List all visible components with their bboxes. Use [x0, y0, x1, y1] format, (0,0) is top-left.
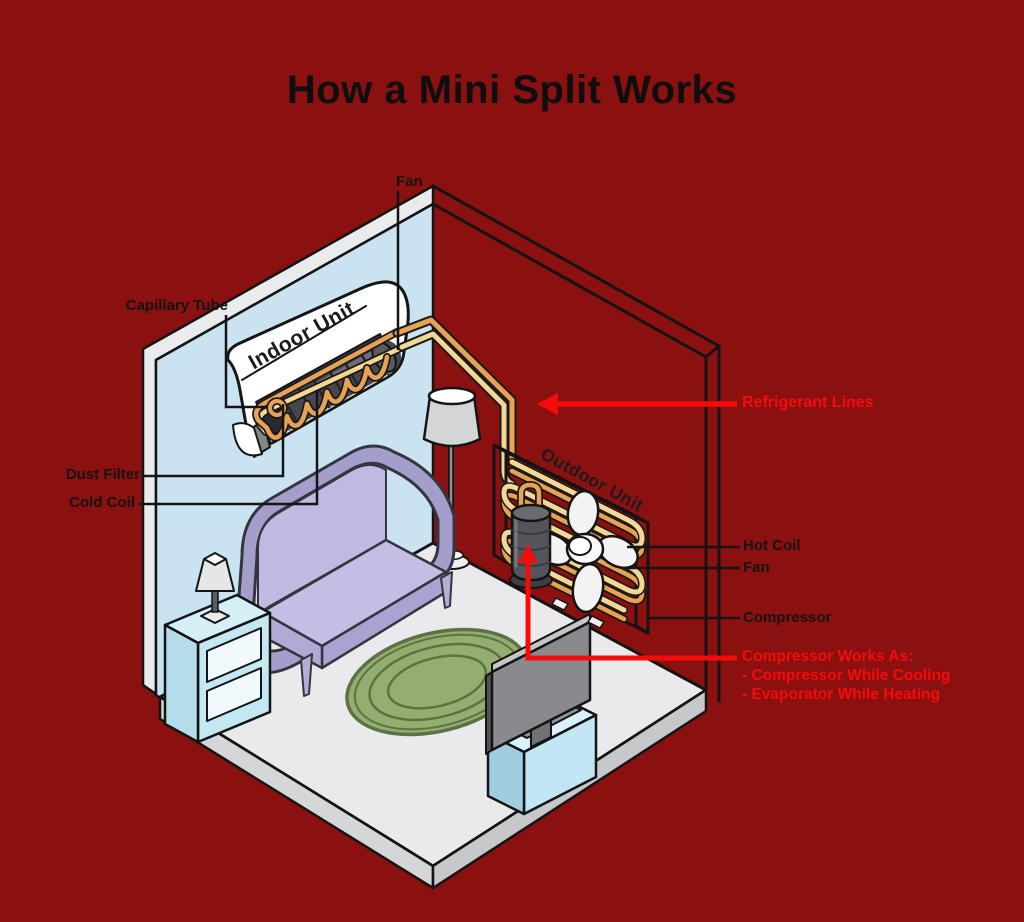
compressor-arrow-shaft: [525, 557, 737, 661]
indoor-unit: [226, 280, 410, 458]
page-title: How a Mini Split Works: [286, 68, 738, 112]
outdoor-unit-vent: [551, 597, 569, 611]
nightstand: [163, 593, 272, 744]
leader-lines: [139, 191, 740, 620]
sofa-leg: [300, 653, 313, 697]
leader-capillary-tube: [224, 315, 266, 409]
compressor-note: Compressor Works As: - Compressor While …: [742, 647, 950, 704]
outdoor-unit: [492, 443, 650, 635]
outdoor-fan: [531, 489, 639, 614]
nightstand-side: [163, 623, 200, 744]
table-lamp: [195, 552, 235, 624]
leader-dust-filter: [142, 404, 285, 478]
indoor-unit-flap: [232, 422, 263, 457]
tv-screen: [490, 620, 592, 752]
cold-coil-tubes: [252, 328, 407, 442]
tv: [485, 613, 592, 755]
compressor-top: [510, 503, 552, 523]
table-lamp-pole: [211, 590, 219, 613]
label-dust-filter: Dust Filter: [65, 466, 140, 483]
nightstand-drawer: [206, 627, 262, 683]
label-compressor: Compressor: [743, 609, 832, 626]
compressor-note-title: Compressor Works As:: [742, 648, 914, 665]
label-hot-coil: Hot Coil: [743, 537, 801, 554]
label-capillary-tube: Capillary Tube: [125, 297, 228, 314]
floor-lamp-shade: [422, 394, 482, 448]
red-arrows: [518, 393, 737, 661]
label-outdoor-fan: Fan: [743, 559, 770, 576]
compressor: [509, 481, 553, 589]
right-wall-outline: [431, 184, 721, 703]
compressor-note-line: - Evaporator While Heating: [742, 686, 941, 703]
label-indoor-fan: Fan: [396, 173, 423, 190]
nightstand-drawer: [206, 667, 262, 722]
tv-stand-side: [486, 732, 526, 816]
compressor-note-line: - Compressor While Cooling: [742, 667, 951, 684]
table-lamp-base: [200, 608, 230, 624]
leader-cold-coil: [139, 390, 319, 506]
sofa-leg: [440, 571, 453, 609]
sofa: [235, 444, 456, 697]
label-refrigerant-lines: Refrigerant Lines: [742, 394, 874, 411]
refrigerant-arrow-head: [537, 393, 558, 415]
room: [141, 184, 721, 890]
compressor-body: [510, 511, 552, 582]
label-cold-coil: Cold Coil: [69, 494, 135, 511]
outdoor-unit-vent: [587, 615, 605, 629]
compressor-arrow-head: [518, 544, 538, 563]
